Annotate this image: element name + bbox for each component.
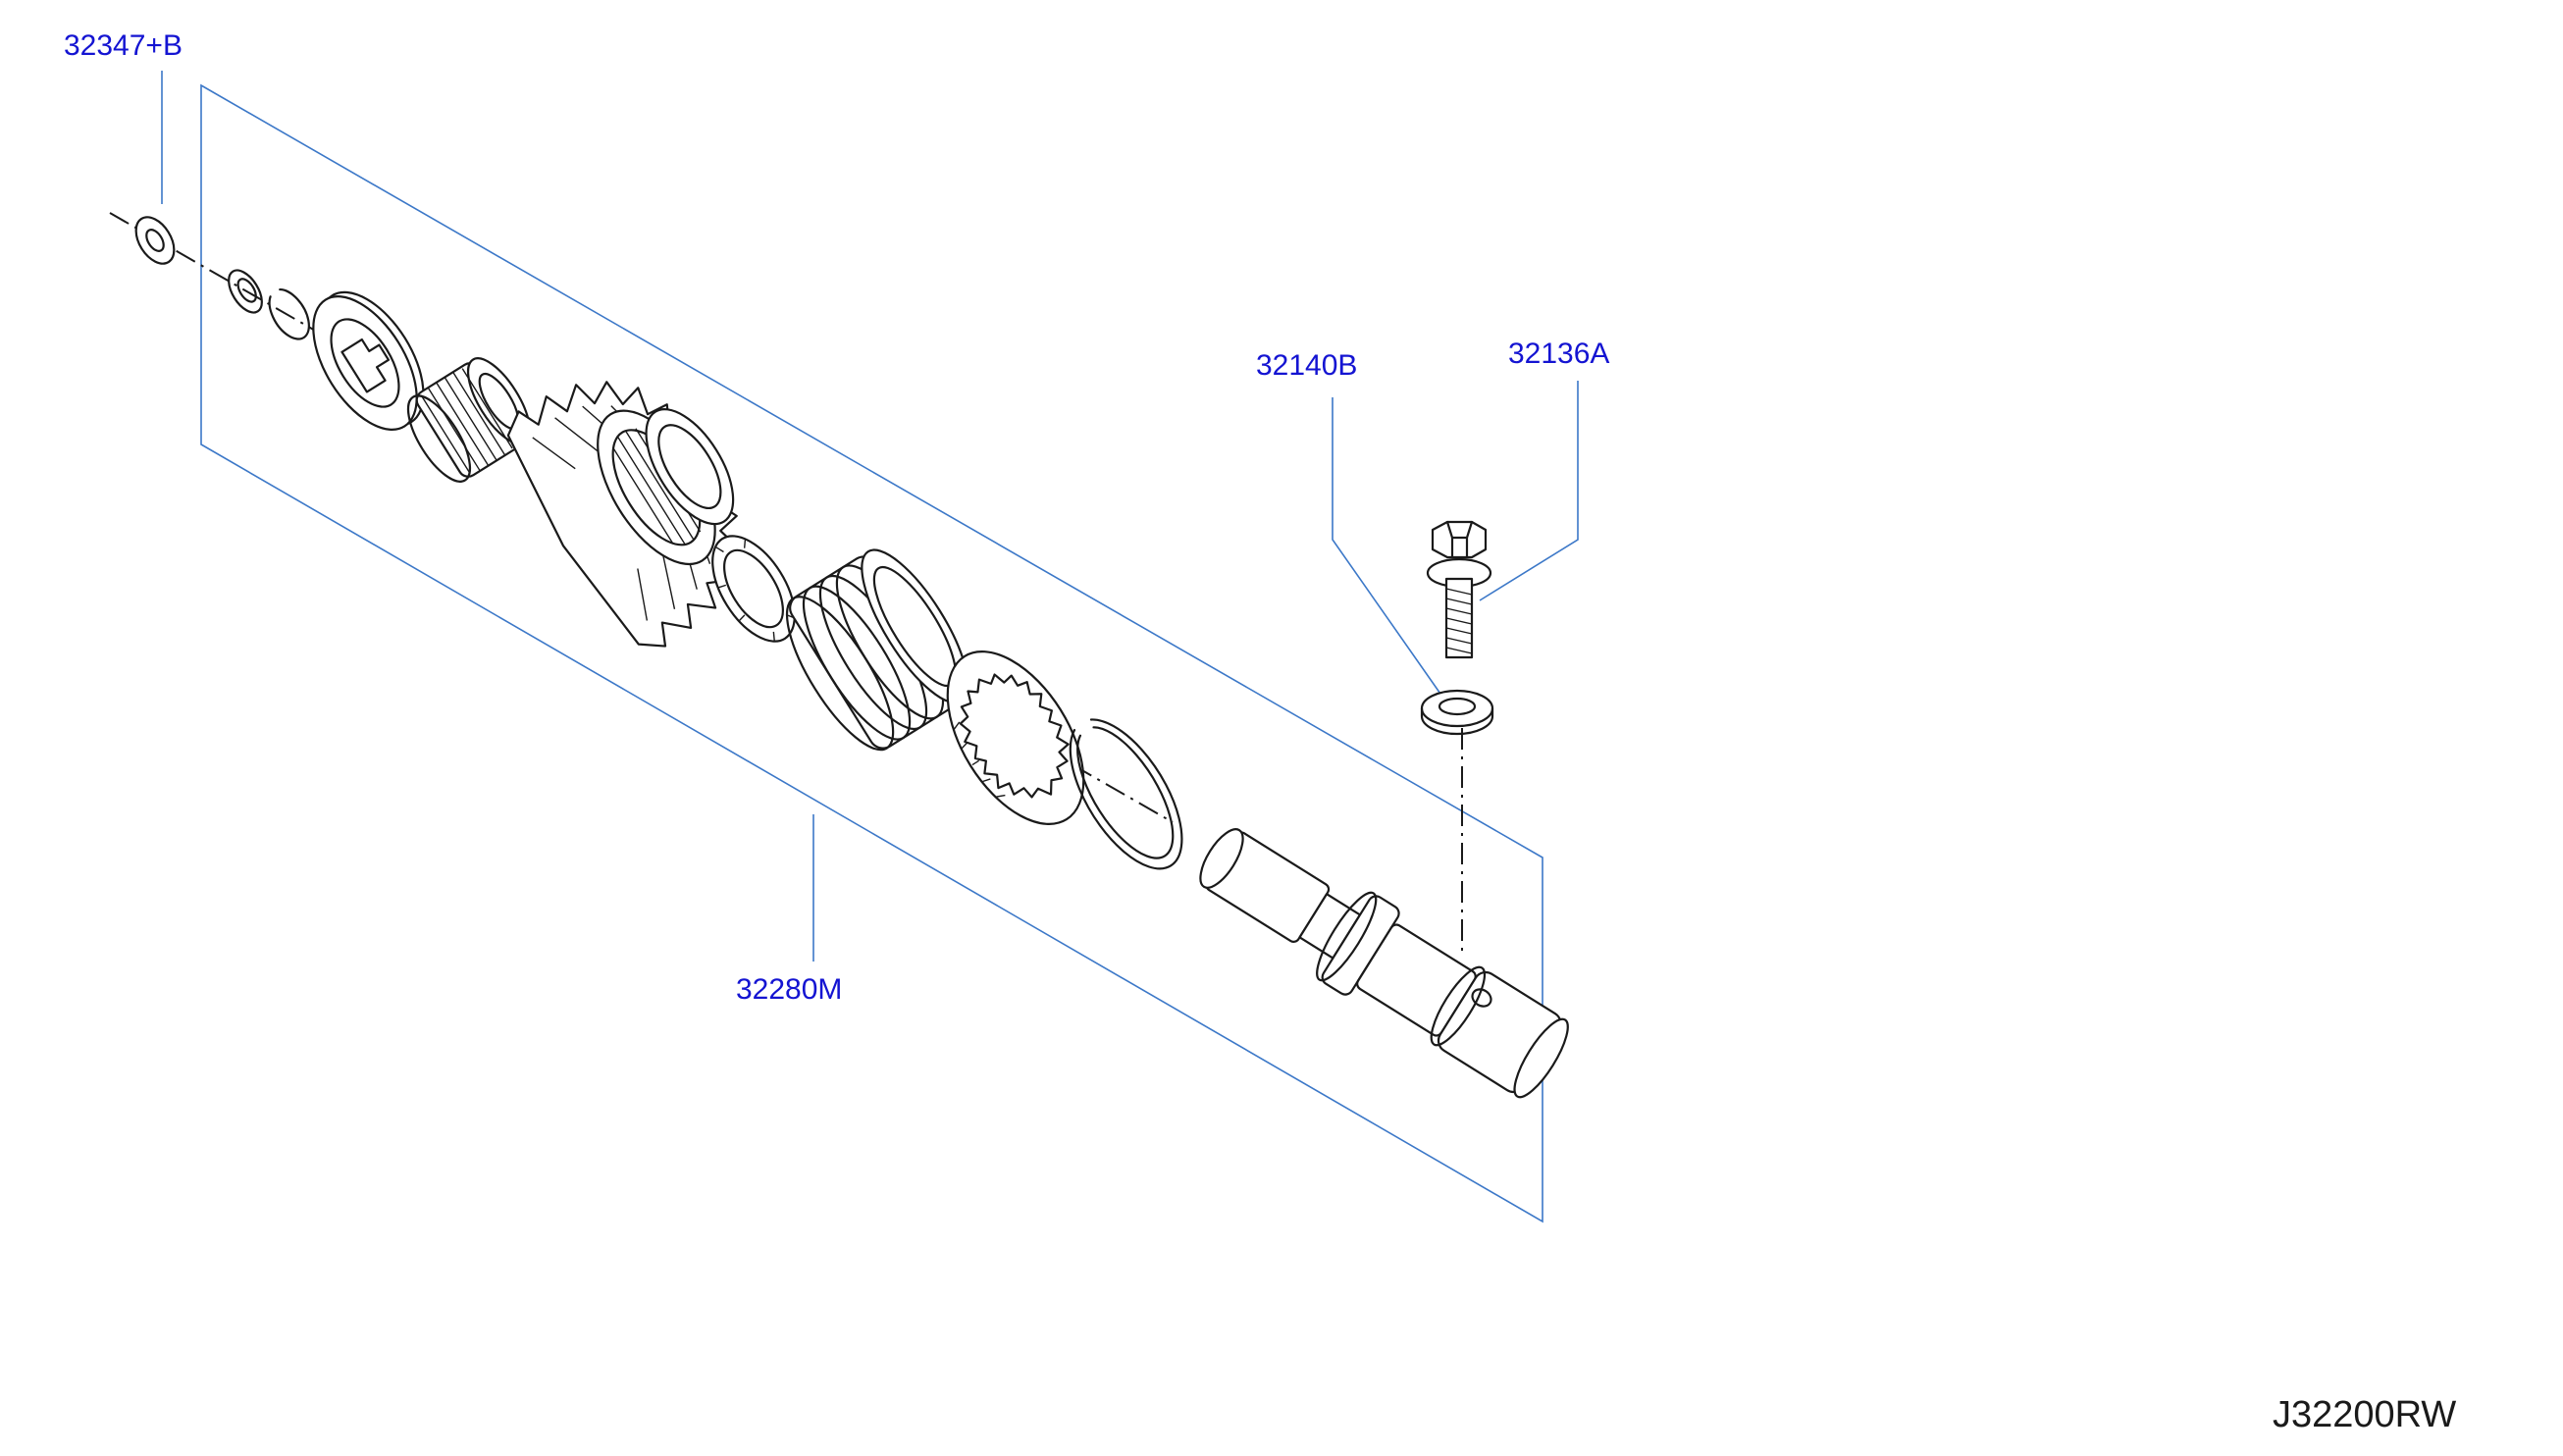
callout-bolt-washer: 32140B — [1256, 349, 1357, 382]
callout-washer-group: 32347+B — [64, 29, 183, 62]
synchronizer-hub — [946, 650, 1085, 825]
retaining-ring — [268, 287, 310, 340]
callout-shaft-assembly: 32280M — [736, 973, 842, 1006]
snap-ring-small — [228, 269, 263, 314]
helical-gear — [506, 381, 740, 648]
coupling-sleeve — [785, 548, 969, 752]
leader-bolt — [1479, 381, 1579, 601]
leader-bolt-washer — [1332, 397, 1443, 698]
synchronizer-ring — [711, 535, 796, 643]
bolt — [1426, 520, 1492, 659]
snap-ring-large — [1069, 718, 1183, 870]
diagram-code: J32200RW — [2273, 1394, 2456, 1435]
bearing-retainer — [312, 290, 425, 431]
thrust-washer — [134, 216, 176, 265]
assembly-frame — [200, 83, 1543, 1223]
callout-bolt: 32136A — [1508, 338, 1609, 370]
main-shaft — [1199, 828, 1569, 1099]
bolt-washer — [1420, 689, 1494, 736]
